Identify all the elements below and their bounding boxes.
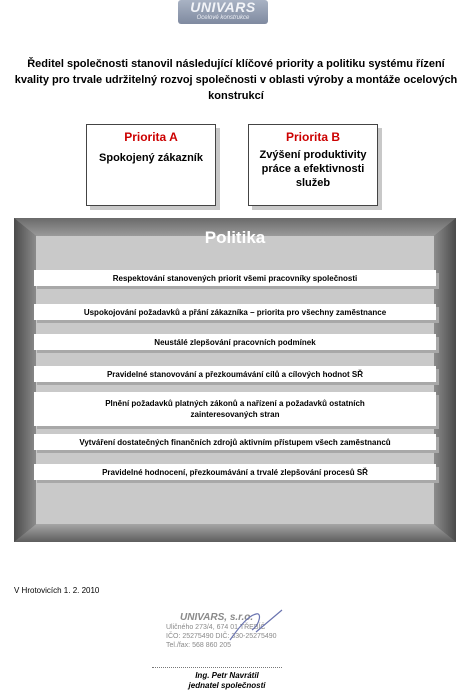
priority-b-title: Priorita B [285, 130, 340, 144]
signer-name: Ing. Petr Navrátil [195, 671, 259, 680]
logo-name: UNIVARS [190, 0, 256, 15]
stamp-address: Uličného 273/4, 674 01 TŘEBÍČ [166, 624, 266, 631]
policy-item: Pravidelné stanovování a přezkoumávání c… [34, 366, 436, 382]
policy-frame: Politika Respektování stanovených priori… [14, 218, 456, 542]
policy-item: Respektování stanovených priorit všemi p… [34, 270, 436, 286]
priority-a-box: Priorita A Spokojený zákazník [86, 124, 216, 206]
policy-item: Neustálé zlepšování pracovních podmínek [34, 334, 436, 350]
stamp-name: UNIVARS, s.r.o. [180, 612, 254, 623]
intro-statement: Ředitel společnosti stanovil následující… [14, 58, 458, 102]
signer-role: jednatel společnosti [188, 681, 266, 690]
policy-item: Plnění požadavků platných zákonů a naříz… [34, 392, 436, 426]
place-date: V Hrotovicích 1. 2. 2010 [14, 586, 100, 595]
priority-b-text: Zvýšení produktivity práce a efektivnost… [259, 149, 367, 189]
stamp-ids: IČO: 25275490 DIČ: 330-25275490 [166, 633, 277, 640]
stamp-tel: Tel./fax: 568 860 205 [166, 642, 231, 649]
priority-a-text: Spokojený zákazník [99, 152, 203, 164]
company-logo: UNIVARS Ocelové konstrukce [178, 0, 268, 24]
policy-item: Vytváření dostatečných finančních zdrojů… [34, 434, 436, 450]
policy-item: Uspokojování požadavků a přání zákazníka… [34, 304, 436, 320]
priority-a-title: Priorita A [124, 130, 178, 144]
company-stamp: UNIVARS, s.r.o. Uličného 273/4, 674 01 T… [164, 612, 314, 650]
priority-b-box: Priorita B Zvýšení produktivity práce a … [248, 124, 378, 206]
logo-tagline: Ocelové konstrukce [196, 15, 250, 21]
policy-item: Pravidelné hodnocení, přezkoumávání a tr… [34, 464, 436, 480]
policy-title: Politika [204, 228, 266, 247]
signer-block: Ing. Petr Navrátil jednatel společnosti [152, 671, 302, 691]
signature-scribble [229, 609, 283, 641]
signature-line [152, 667, 282, 668]
